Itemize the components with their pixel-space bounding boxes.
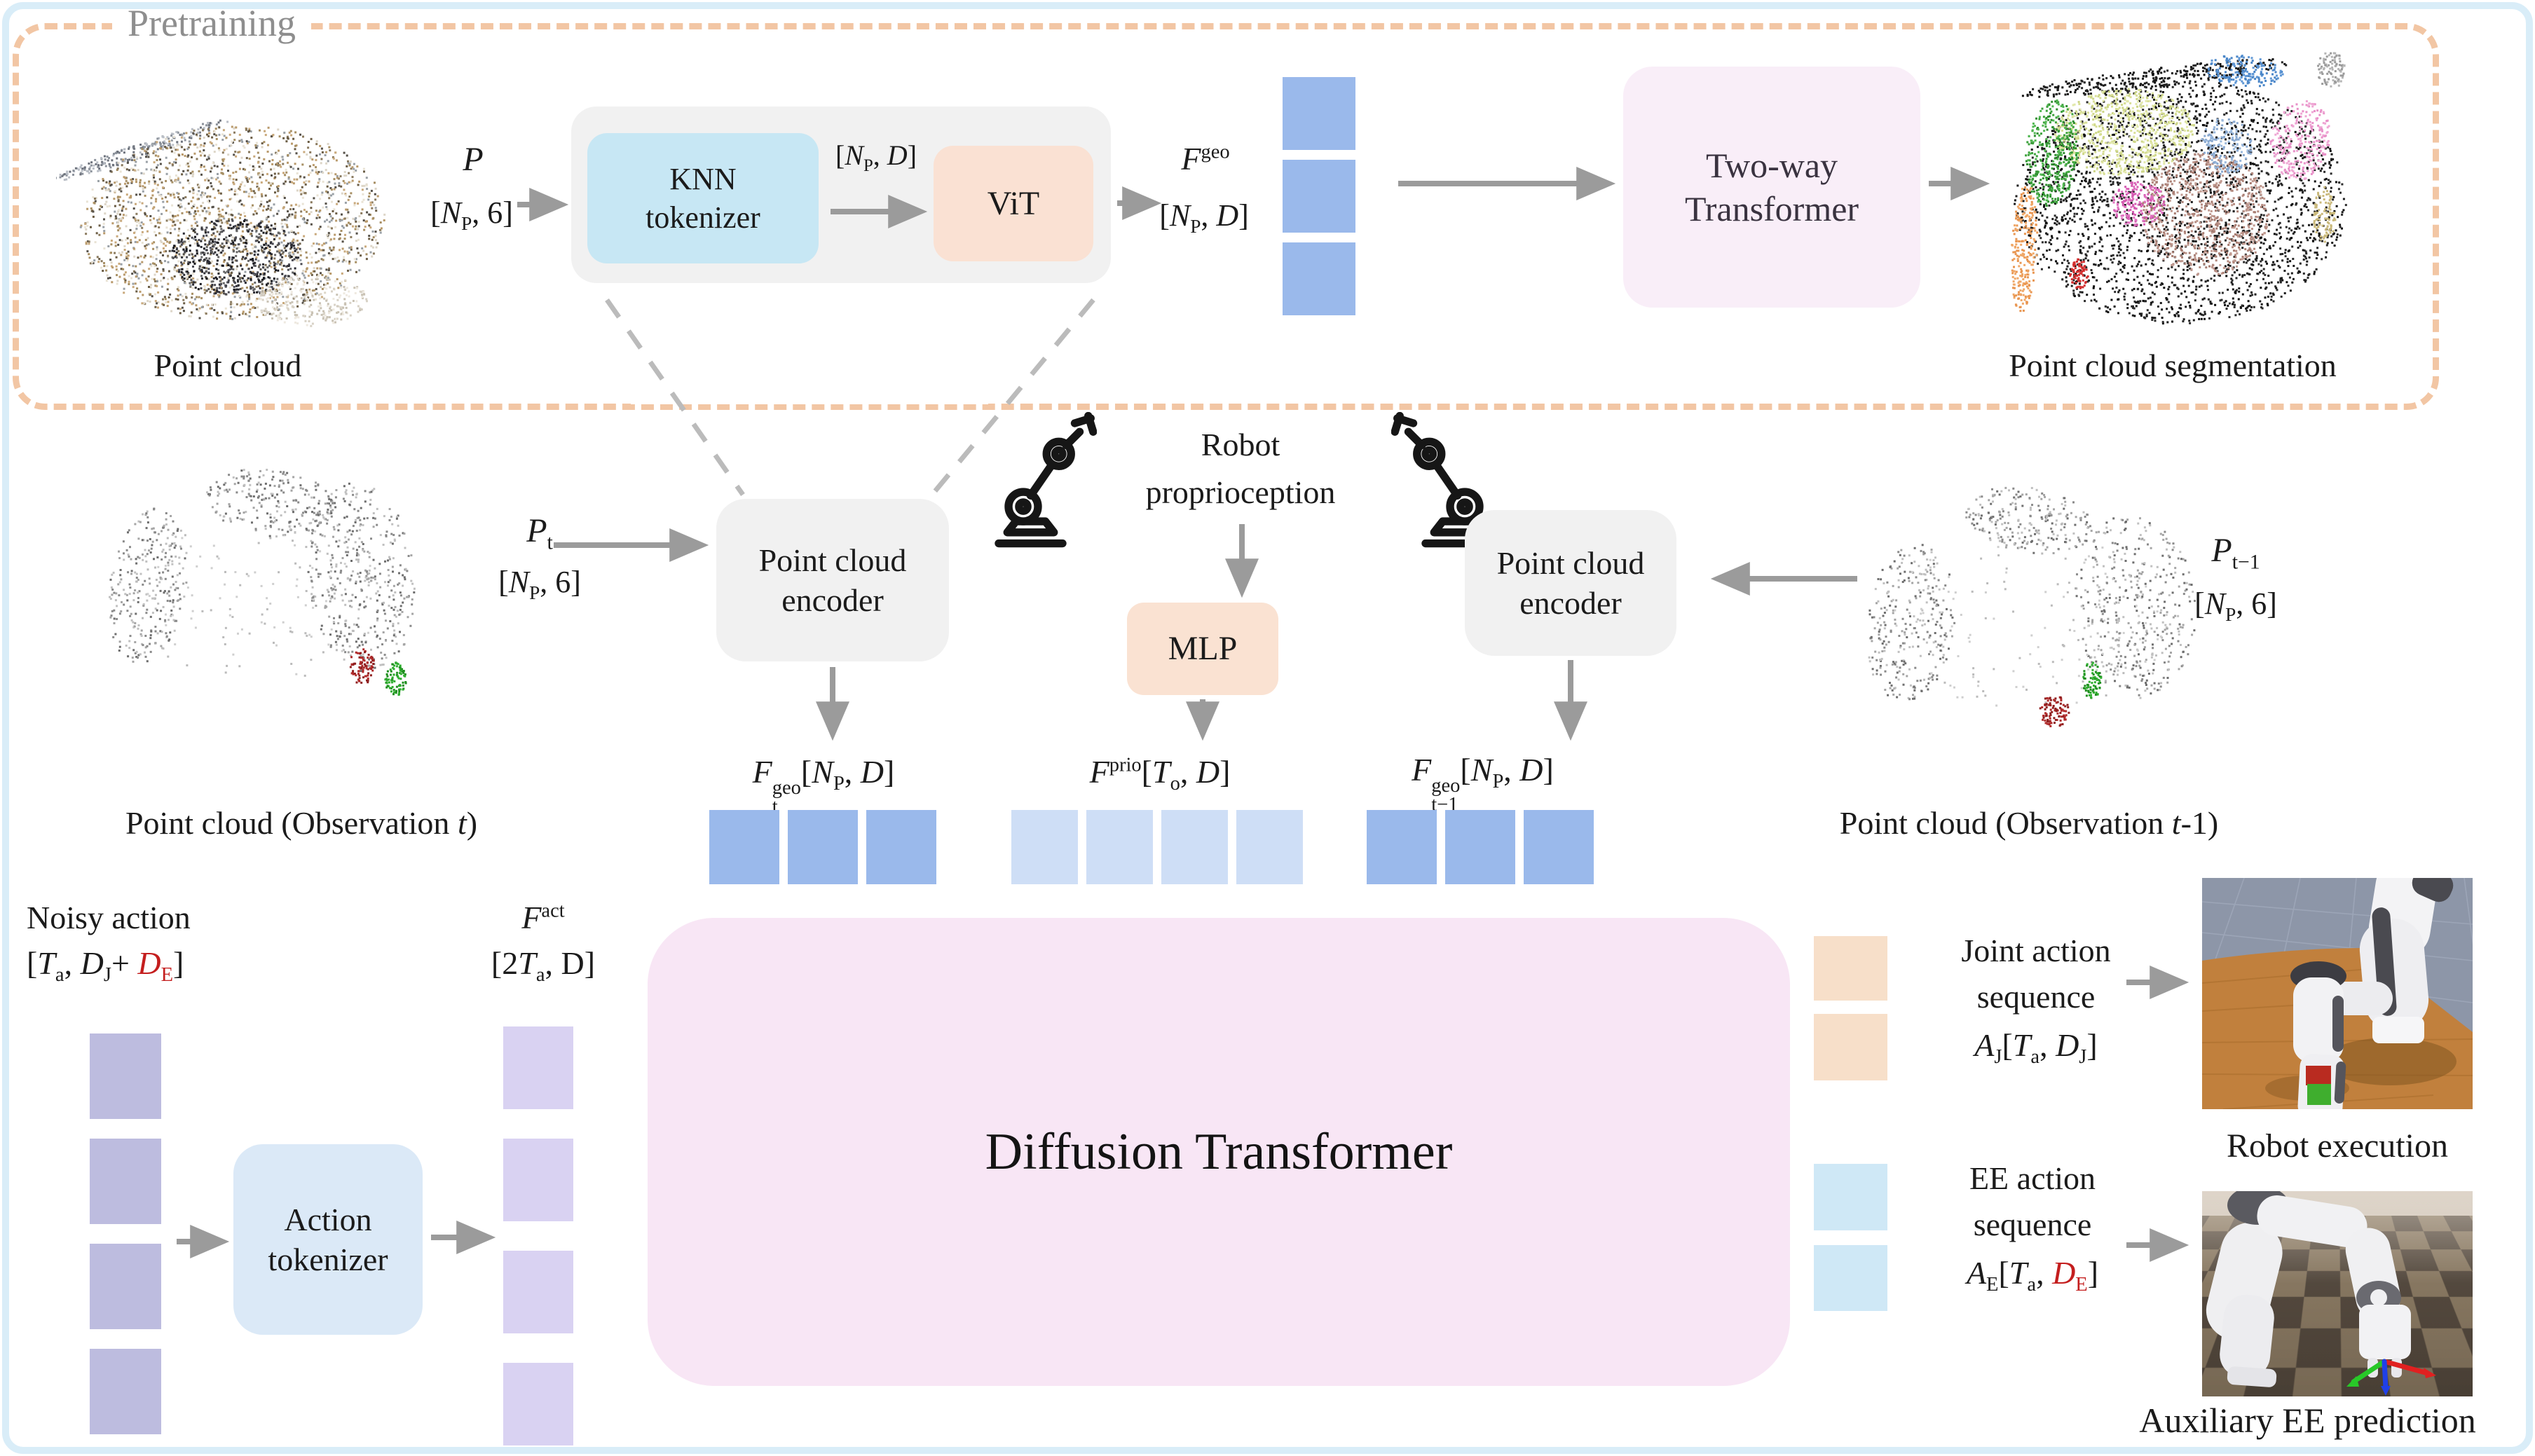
prio-token-square bbox=[1161, 810, 1228, 884]
mlp-box: MLP bbox=[1127, 603, 1278, 695]
diffusion-transformer-box: Diffusion Transformer bbox=[648, 918, 1790, 1386]
prio-token-square bbox=[1086, 810, 1153, 884]
proprioception-line2: proprioception bbox=[1145, 474, 1336, 510]
ee-action-line2: sequence bbox=[1973, 1207, 2092, 1242]
auxiliary-ee-image bbox=[2202, 1191, 2473, 1396]
geo-t-token-square bbox=[709, 810, 779, 884]
noisy-action-token bbox=[90, 1349, 161, 1434]
vit-box: ViT bbox=[934, 146, 1093, 261]
geo-token-square bbox=[1283, 160, 1355, 233]
ee-action-math: AE[Ta, DE] bbox=[1966, 1255, 2099, 1296]
noisy-action-token bbox=[90, 1139, 161, 1224]
action-feat-token bbox=[503, 1026, 573, 1109]
diffusion-transformer-label: Diffusion Transformer bbox=[985, 1122, 1453, 1181]
observation-t-caption: Point cloud (Observation t) bbox=[125, 805, 478, 841]
point-cloud-image bbox=[56, 119, 386, 327]
ee-action-line1: EE action bbox=[1969, 1160, 2096, 1196]
geo-token-square bbox=[1283, 77, 1355, 150]
pt-1-var-label: Pt−1 bbox=[2211, 532, 2260, 574]
knn-line2: tokenizer bbox=[645, 200, 760, 235]
pretraining-dashed-box bbox=[13, 23, 2439, 410]
p-var-label: P bbox=[463, 141, 484, 178]
action-feat-token bbox=[503, 1363, 573, 1445]
robot-execution-caption: Robot execution bbox=[2227, 1127, 2448, 1165]
geo-t-token-square bbox=[866, 810, 936, 884]
twoway-line1: Two-way bbox=[1705, 145, 1838, 185]
vit-label: ViT bbox=[987, 184, 1040, 222]
segmentation-caption: Point cloud segmentation bbox=[2009, 348, 2337, 383]
noisy-action-label: Noisy action bbox=[27, 900, 191, 935]
inter-dims-label: [NP, D] bbox=[835, 139, 917, 175]
ee-action-token bbox=[1814, 1245, 1887, 1311]
two-way-transformer-box: Two-way Transformer bbox=[1623, 67, 1920, 308]
f-prio-label: Fprio[To, D] bbox=[1089, 754, 1231, 795]
twoway-line2: Transformer bbox=[1684, 189, 1859, 228]
point-cloud-caption: Point cloud bbox=[153, 348, 302, 383]
action-feat-token bbox=[503, 1251, 573, 1333]
noisy-action-dims: [Ta, DJ+ DE] bbox=[27, 945, 184, 987]
knn-line1: KNN bbox=[669, 162, 737, 196]
observation-t-point-cloud-image bbox=[109, 469, 416, 696]
point-cloud-segmentation-image bbox=[2011, 52, 2347, 325]
geo-token-square bbox=[1283, 242, 1355, 315]
proprioception-line1: Robot bbox=[1201, 427, 1280, 462]
p-dims-label: [NP, 6] bbox=[430, 195, 513, 234]
f-act-dims-label: [2Ta, D] bbox=[491, 945, 596, 987]
encoder-t-line1: Point cloud bbox=[758, 542, 907, 578]
prio-token-square bbox=[1236, 810, 1303, 884]
fgeo-var-label: Fgeo bbox=[1181, 141, 1230, 177]
f-act-var-label: Fact bbox=[521, 900, 565, 935]
action-tokenizer-line2: tokenizer bbox=[268, 1242, 388, 1277]
geo-t-token-square bbox=[788, 810, 858, 884]
encoder-t-line2: encoder bbox=[781, 582, 884, 618]
geo-prev-token-square bbox=[1445, 810, 1515, 884]
action-tokenizer-box: Action tokenizer bbox=[233, 1144, 423, 1335]
robot-execution-image bbox=[2202, 878, 2473, 1109]
fgeo-dims-label: [NP, D] bbox=[1159, 198, 1249, 237]
geo-prev-token-square bbox=[1524, 810, 1594, 884]
robot-execution-render bbox=[2202, 878, 2473, 1109]
joint-action-line1: Joint action bbox=[1961, 933, 2111, 968]
pretraining-border-gap bbox=[631, 386, 988, 404]
joint-action-token bbox=[1814, 936, 1887, 1001]
joint-action-token bbox=[1814, 1014, 1887, 1080]
joint-action-line2: sequence bbox=[1976, 979, 2096, 1015]
point-cloud-encoder-box-prev: Point cloud encoder bbox=[1465, 510, 1676, 656]
prio-token-square bbox=[1011, 810, 1078, 884]
pt-var-label: Pt bbox=[526, 512, 553, 554]
pt-1-dims-label: [NP, 6] bbox=[2194, 586, 2277, 625]
pretraining-section-label: Pretraining bbox=[112, 1, 311, 45]
mlp-label: MLP bbox=[1168, 630, 1238, 667]
observation-t-1-point-cloud-image bbox=[1868, 486, 2196, 727]
ee-action-token bbox=[1814, 1164, 1887, 1230]
noisy-action-token bbox=[90, 1244, 161, 1329]
auxiliary-ee-caption: Auxiliary EE prediction bbox=[2139, 1401, 2476, 1440]
action-tokenizer-line1: Action bbox=[284, 1201, 372, 1237]
encoder-prev-line1: Point cloud bbox=[1496, 544, 1645, 581]
pt-dims-label: [NP, 6] bbox=[498, 565, 581, 603]
encoder-prev-line2: encoder bbox=[1519, 585, 1622, 621]
point-cloud-encoder-box-t: Point cloud encoder bbox=[716, 499, 949, 661]
observation-t-1-caption: Point cloud (Observation t-1) bbox=[1839, 805, 2219, 841]
joint-action-math: AJ[Ta, DJ] bbox=[1974, 1027, 2098, 1069]
knn-tokenizer-box: KNN tokenizer bbox=[587, 133, 819, 263]
auxiliary-ee-render bbox=[2206, 1191, 2436, 1396]
noisy-action-token bbox=[90, 1033, 161, 1119]
robot-arm-icon bbox=[995, 412, 1097, 548]
action-feat-token bbox=[503, 1139, 573, 1221]
geo-prev-token-square bbox=[1367, 810, 1437, 884]
